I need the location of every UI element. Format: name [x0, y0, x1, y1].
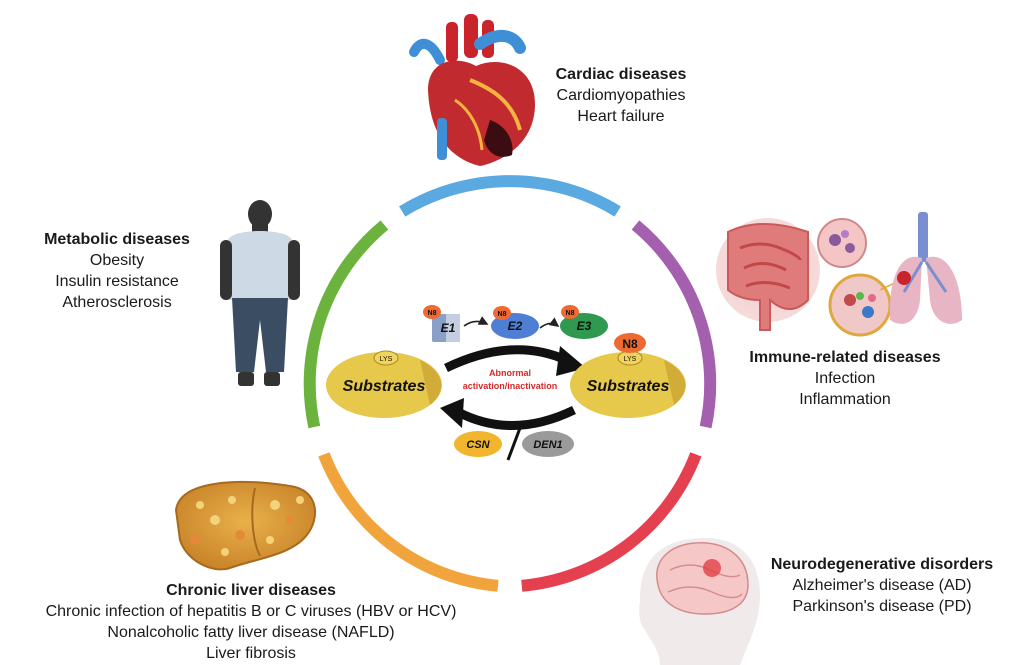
- lys-left-label: LYS: [380, 356, 393, 363]
- heart-icon: [409, 14, 535, 166]
- brain-head-icon: [639, 537, 760, 665]
- lys-right-label: LYS: [624, 356, 637, 363]
- separator-slash: [506, 427, 522, 461]
- ring-segment-liver: [318, 452, 499, 592]
- abnormal-label-1: Abnormal: [489, 368, 531, 378]
- ubiquitin-cascade: E1 N8 E2 N8 E3 N8 Substrates: [326, 305, 686, 461]
- abnormal-label-2: activation/inactivation: [463, 381, 558, 391]
- substrate-left: [326, 352, 442, 418]
- ring-segment-immune: [631, 220, 717, 429]
- ring-segment-cardiac: [399, 175, 621, 217]
- n8-tag-e3: [561, 305, 579, 319]
- immune-title: Immune-related diseases: [749, 349, 941, 366]
- ring-segment-neuro: [521, 452, 702, 592]
- intestine-lung-icon: [716, 212, 962, 337]
- person-icon: [220, 200, 300, 386]
- arrow-neddylation: [444, 345, 568, 373]
- immune-label-group: Immune-related diseases Infection Inflam…: [734, 347, 956, 410]
- neuro-title: Neurodegenerative disorders: [770, 556, 994, 573]
- liver-line-2: Nonalcoholic fatty liver disease (NAFLD): [107, 624, 395, 641]
- metabolic-line-1: Obesity: [89, 252, 145, 269]
- arrow-e1-e2: [463, 316, 489, 327]
- neuro-line-2: Parkinson's disease (PD): [792, 598, 972, 615]
- n8-label-e2: N8: [498, 311, 507, 318]
- immune-line-2: Inflammation: [799, 391, 891, 408]
- immune-line-1: Infection: [814, 370, 876, 387]
- n8-big-label: N8: [622, 337, 638, 351]
- metabolic-label-group: Metabolic diseases Obesity Insulin resis…: [22, 229, 212, 313]
- e2-label: E2: [508, 319, 523, 333]
- csn-enzyme: [454, 431, 502, 457]
- n8-label-e3: N8: [566, 310, 575, 317]
- substrate-right-label: Substrates: [587, 378, 670, 395]
- den1-label: DEN1: [533, 439, 562, 451]
- n8-label-e1: N8: [428, 310, 437, 317]
- arrow-deneddylation: [455, 405, 576, 430]
- liver-line-1: Chronic infection of hepatitis B or C vi…: [45, 603, 457, 620]
- metabolic-title: Metabolic diseases: [44, 231, 190, 248]
- n8-tag-e1: [423, 305, 441, 319]
- substrate-left-label: Substrates: [343, 378, 426, 395]
- liver-icon: [174, 481, 317, 571]
- e1-label: E1: [441, 321, 456, 335]
- liver-label-group: Chronic liver diseases Chronic infection…: [14, 580, 488, 664]
- lys-left: [373, 350, 399, 366]
- ring-segment-metabolic: [303, 220, 389, 429]
- neuro-label-group: Neurodegenerative disorders Alzheimer's …: [764, 554, 1000, 617]
- metabolic-line-2: Insulin resistance: [55, 273, 179, 290]
- n8-tag-e2: [493, 306, 511, 320]
- e3-enzyme: [560, 313, 608, 339]
- cardiac-line-2: Heart failure: [577, 108, 665, 125]
- liver-title: Chronic liver diseases: [166, 582, 336, 599]
- metabolic-line-3: Atherosclerosis: [62, 294, 172, 311]
- liver-line-3: Liver fibrosis: [206, 645, 296, 662]
- arrow-e2-e3: [539, 317, 560, 329]
- e3-label: E3: [577, 319, 592, 333]
- cardiac-title: Cardiac diseases: [555, 66, 687, 83]
- n8-tag-substrate: [614, 333, 646, 353]
- cardiac-label-group: Cardiac diseases Cardiomyopathies Heart …: [535, 64, 707, 127]
- cardiac-line-1: Cardiomyopathies: [556, 87, 686, 104]
- den1-enzyme: [522, 431, 574, 457]
- substrate-right: [570, 352, 686, 418]
- ring: [303, 175, 717, 592]
- neuro-line-1: Alzheimer's disease (AD): [792, 577, 972, 594]
- csn-label: CSN: [466, 439, 490, 451]
